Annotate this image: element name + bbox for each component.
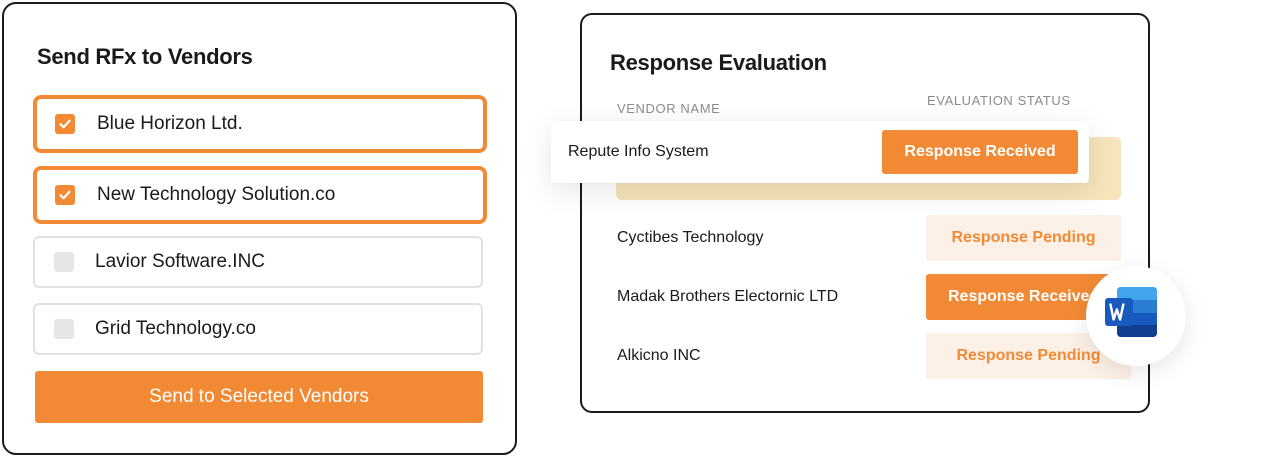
checkbox-checked[interactable] bbox=[55, 114, 75, 134]
send-to-selected-vendors-button[interactable]: Send to Selected Vendors bbox=[35, 371, 483, 423]
status-badge-received[interactable]: Response Received bbox=[882, 130, 1078, 174]
vendor-option-blue-horizon[interactable]: Blue Horizon Ltd. bbox=[33, 95, 487, 153]
word-icon-bubble[interactable] bbox=[1086, 266, 1186, 366]
vendor-label: New Technology Solution.co bbox=[97, 184, 336, 205]
checkbox-unchecked[interactable] bbox=[54, 319, 74, 339]
column-header-vendor-name: VENDOR NAME bbox=[617, 101, 721, 116]
vendor-name: Repute Info System bbox=[568, 143, 709, 160]
vendor-name: Alkicno INC bbox=[617, 347, 701, 364]
vendor-label: Blue Horizon Ltd. bbox=[97, 113, 243, 134]
vendor-option-grid-technology[interactable]: Grid Technology.co bbox=[33, 303, 483, 355]
vendor-option-new-technology[interactable]: New Technology Solution.co bbox=[33, 166, 487, 224]
status-badge-pending[interactable]: Response Pending bbox=[926, 215, 1121, 261]
response-evaluation-title: Response Evaluation bbox=[610, 50, 827, 75]
table-row-featured[interactable]: Repute Info System Response Received bbox=[551, 121, 1089, 183]
microsoft-word-icon bbox=[1105, 287, 1157, 337]
vendor-option-lavior-software[interactable]: Lavior Software.INC bbox=[33, 236, 483, 288]
vendor-label: Grid Technology.co bbox=[95, 318, 256, 339]
send-rfx-title: Send RFx to Vendors bbox=[37, 44, 253, 69]
checkbox-unchecked[interactable] bbox=[54, 252, 74, 272]
check-icon bbox=[59, 119, 71, 129]
check-icon bbox=[59, 190, 71, 200]
vendor-name: Madak Brothers Electornic LTD bbox=[617, 288, 839, 305]
checkbox-checked[interactable] bbox=[55, 185, 75, 205]
vendor-name: Cyctibes Technology bbox=[617, 229, 764, 246]
column-header-evaluation-status: EVALUATION STATUS bbox=[927, 93, 1071, 108]
vendor-label: Lavior Software.INC bbox=[95, 251, 266, 272]
